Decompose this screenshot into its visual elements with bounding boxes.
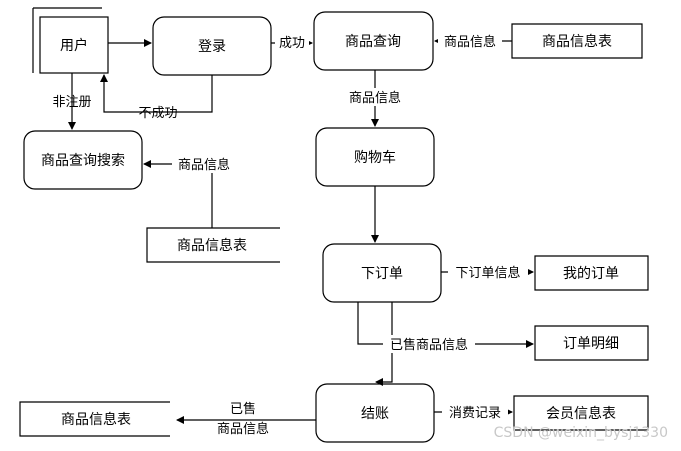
product-search-label: 商品查询搜索 xyxy=(41,152,125,169)
store-product-info-mid-label: 商品信息表 xyxy=(177,237,247,254)
label-sold-product-info: 已售商品信息 xyxy=(390,337,468,353)
label-success: 成功 xyxy=(279,36,305,51)
label-product-info-search: 商品信息 xyxy=(178,157,230,173)
user-label: 用户 xyxy=(60,37,88,54)
store-member-info-label: 会员信息表 xyxy=(546,405,616,422)
label-sold-line2: 商品信息 xyxy=(217,421,269,437)
arrow-store-search xyxy=(143,160,213,228)
user-entity xyxy=(32,7,109,74)
store-product-info-bottom xyxy=(19,401,170,437)
label-not-registered: 非注册 xyxy=(52,95,91,110)
store-product-info-top-label: 商品信息表 xyxy=(542,33,612,50)
arrow-order-checkout xyxy=(375,302,393,386)
product-query-process xyxy=(313,11,434,71)
label-product-info-cart: 商品信息 xyxy=(349,90,401,106)
place-order-process xyxy=(322,243,442,303)
product-search-process xyxy=(23,130,143,190)
label-sold-line1: 已售 xyxy=(230,401,256,417)
label-product-info-top: 商品信息 xyxy=(444,34,496,50)
store-my-orders xyxy=(534,255,649,291)
store-product-info-top xyxy=(511,23,643,59)
arrow-login-fail xyxy=(100,74,213,113)
label-consumption-record: 消费记录 xyxy=(449,406,501,421)
store-my-orders-label: 我的订单 xyxy=(563,266,619,282)
product-query-label: 商品查询 xyxy=(345,34,401,50)
label-not-success: 不成功 xyxy=(138,106,177,121)
watermark: CSDN @weixin_bysj1330 xyxy=(494,425,668,441)
place-order-label: 下订单 xyxy=(361,266,403,282)
store-member-info xyxy=(513,395,649,431)
store-product-info-bottom-label: 商品信息表 xyxy=(61,411,131,428)
login-label: 登录 xyxy=(198,39,226,55)
store-product-info-mid xyxy=(146,227,280,263)
label-order-info: 下订单信息 xyxy=(455,265,520,281)
cart-label: 购物车 xyxy=(354,149,396,166)
store-order-detail xyxy=(534,325,649,361)
checkout-label: 结账 xyxy=(361,406,389,422)
store-order-detail-label: 订单明细 xyxy=(563,336,619,352)
